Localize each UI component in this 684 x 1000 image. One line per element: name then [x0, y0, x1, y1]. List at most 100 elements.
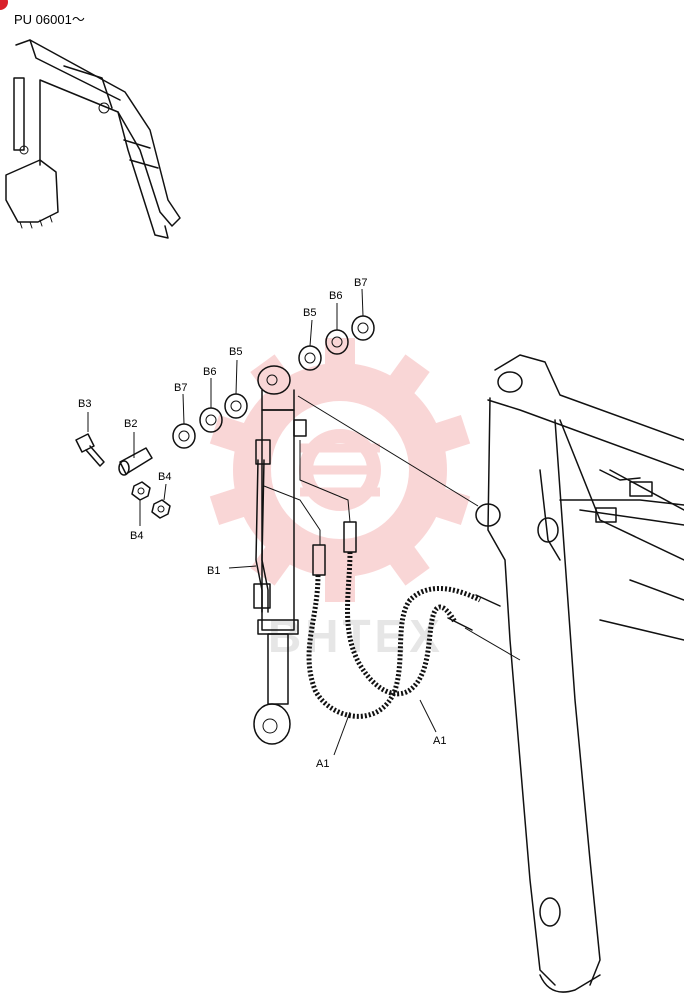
bolt-b3 [75, 433, 105, 467]
cylinder-head-eye [257, 365, 291, 395]
callout-a1-left: A1 [316, 758, 329, 770]
leader-b7-upper [361, 288, 364, 317]
watermark-gear-tooth [209, 485, 254, 526]
leader-hose-to-arm [464, 627, 521, 661]
cylinder-port-block [255, 439, 271, 465]
inset-bucket-cylinder [13, 77, 25, 151]
inset-arm-cylinder [63, 65, 113, 109]
callout-b4-top: B4 [158, 471, 171, 483]
inset-boom-outline [15, 39, 181, 227]
callout-b4-bottom: B4 [130, 530, 143, 542]
callout-b7-lower: B7 [174, 382, 187, 394]
corner-mark [0, 0, 8, 10]
washer-b7-lower-hole [178, 430, 190, 442]
inset-boom-lower [117, 111, 169, 239]
nut-b4-bottom-body [151, 499, 171, 519]
watermark-gear-tooth [325, 338, 355, 374]
cylinder-barrel [261, 409, 295, 631]
hydraulic-cylinder [253, 365, 307, 745]
bolt-b3-head [75, 433, 95, 453]
watermark-gear-tooth [426, 485, 471, 526]
inset-excavator-arm [5, 39, 181, 239]
callout-b6-upper: B6 [329, 290, 342, 302]
watermark-gear-tooth [250, 354, 296, 402]
arm-pipe-lower [579, 509, 684, 526]
leader-a1-right [419, 699, 437, 733]
arm-inner-face [539, 469, 561, 561]
watermark-gear-hub [299, 429, 381, 511]
leader-head-to-fitting [299, 440, 351, 523]
watermark-gear-ring [233, 363, 447, 577]
callout-a1-right: A1 [433, 735, 446, 747]
arm-pipe-clamp-b [595, 507, 617, 523]
watermark-gear-tooth [426, 414, 471, 455]
cylinder-tube-inner [261, 459, 269, 613]
callout-b5-upper: B5 [303, 307, 316, 319]
arm-top-inner [487, 399, 684, 471]
watermark-gear-logo [209, 338, 471, 602]
arm-assembly [475, 354, 684, 993]
inset-boom-cylinder [123, 139, 159, 169]
leader-b5-upper [309, 319, 313, 347]
cylinder-head-bore [266, 374, 278, 386]
arm-pin-boss [475, 503, 501, 527]
watermark-text: BHTEX [268, 610, 444, 662]
arm-web-plate [599, 579, 684, 641]
callout-b6-lower: B6 [203, 366, 216, 378]
watermark-gear-tooth [384, 538, 430, 586]
pin-b2-body [119, 447, 153, 475]
arm-tip [539, 974, 601, 993]
serial-range-label: PU 06001～ [14, 12, 85, 27]
washer-b7-upper-hole [357, 322, 369, 334]
nut-b4-bottom-hole [157, 505, 165, 513]
cylinder-rod-eye [253, 703, 291, 745]
arm-web [559, 419, 684, 561]
hose-end-upper [475, 594, 501, 607]
arm-pipe-end [599, 469, 641, 481]
leader-head-to-arm [297, 395, 479, 507]
inset-bucket [5, 159, 59, 223]
cylinder-top-port [293, 419, 307, 437]
callout-b3: B3 [78, 398, 91, 410]
washer-b7-upper [351, 315, 375, 341]
inset-link-pin [19, 145, 29, 155]
washer-b5-lower [224, 393, 248, 419]
nut-b4-bottom [151, 499, 171, 519]
leader-b7-lower [182, 393, 185, 425]
cylinder-tube-fitting [253, 583, 271, 609]
cylinder-rod-bore [262, 718, 278, 734]
arm-bottom-boss [539, 897, 561, 927]
inset-bucket-teeth [19, 215, 53, 229]
washer-b6-lower-hole [205, 414, 217, 426]
nut-b4-top [131, 481, 151, 501]
callout-b1: B1 [207, 565, 220, 577]
arm-pipe-upper [559, 499, 684, 506]
arm-pipe-clamp-a [629, 481, 653, 497]
leader-b1 [228, 565, 257, 569]
callout-b7-upper: B7 [354, 277, 367, 289]
leader-b4-top [163, 483, 167, 501]
arm-top-edge [494, 354, 684, 441]
washer-b5-upper [298, 345, 322, 371]
callout-b5-lower: B5 [229, 346, 242, 358]
arm-side-boss [537, 517, 559, 543]
cylinder-tube-outer [255, 459, 263, 613]
arm-right-edge [554, 419, 601, 986]
hose-fitting-left [312, 544, 326, 576]
inset-boom-edge [29, 39, 121, 101]
washer-b5-lower-hole [230, 400, 242, 412]
nut-b4-top-hole [137, 487, 145, 495]
callout-b2: B2 [124, 418, 137, 430]
cylinder-rod [267, 633, 289, 705]
nut-b4-top-body [131, 481, 151, 501]
leader-b5-lower [235, 359, 238, 395]
leader-tube-to-fitting [263, 485, 321, 545]
inset-pivot-pin [98, 102, 110, 114]
pin-b2 [118, 447, 153, 476]
bolt-b3-shank [85, 445, 105, 467]
arm-boss-top [497, 371, 523, 393]
hose-end-lower [447, 617, 473, 631]
leader-a1-left [333, 711, 351, 756]
